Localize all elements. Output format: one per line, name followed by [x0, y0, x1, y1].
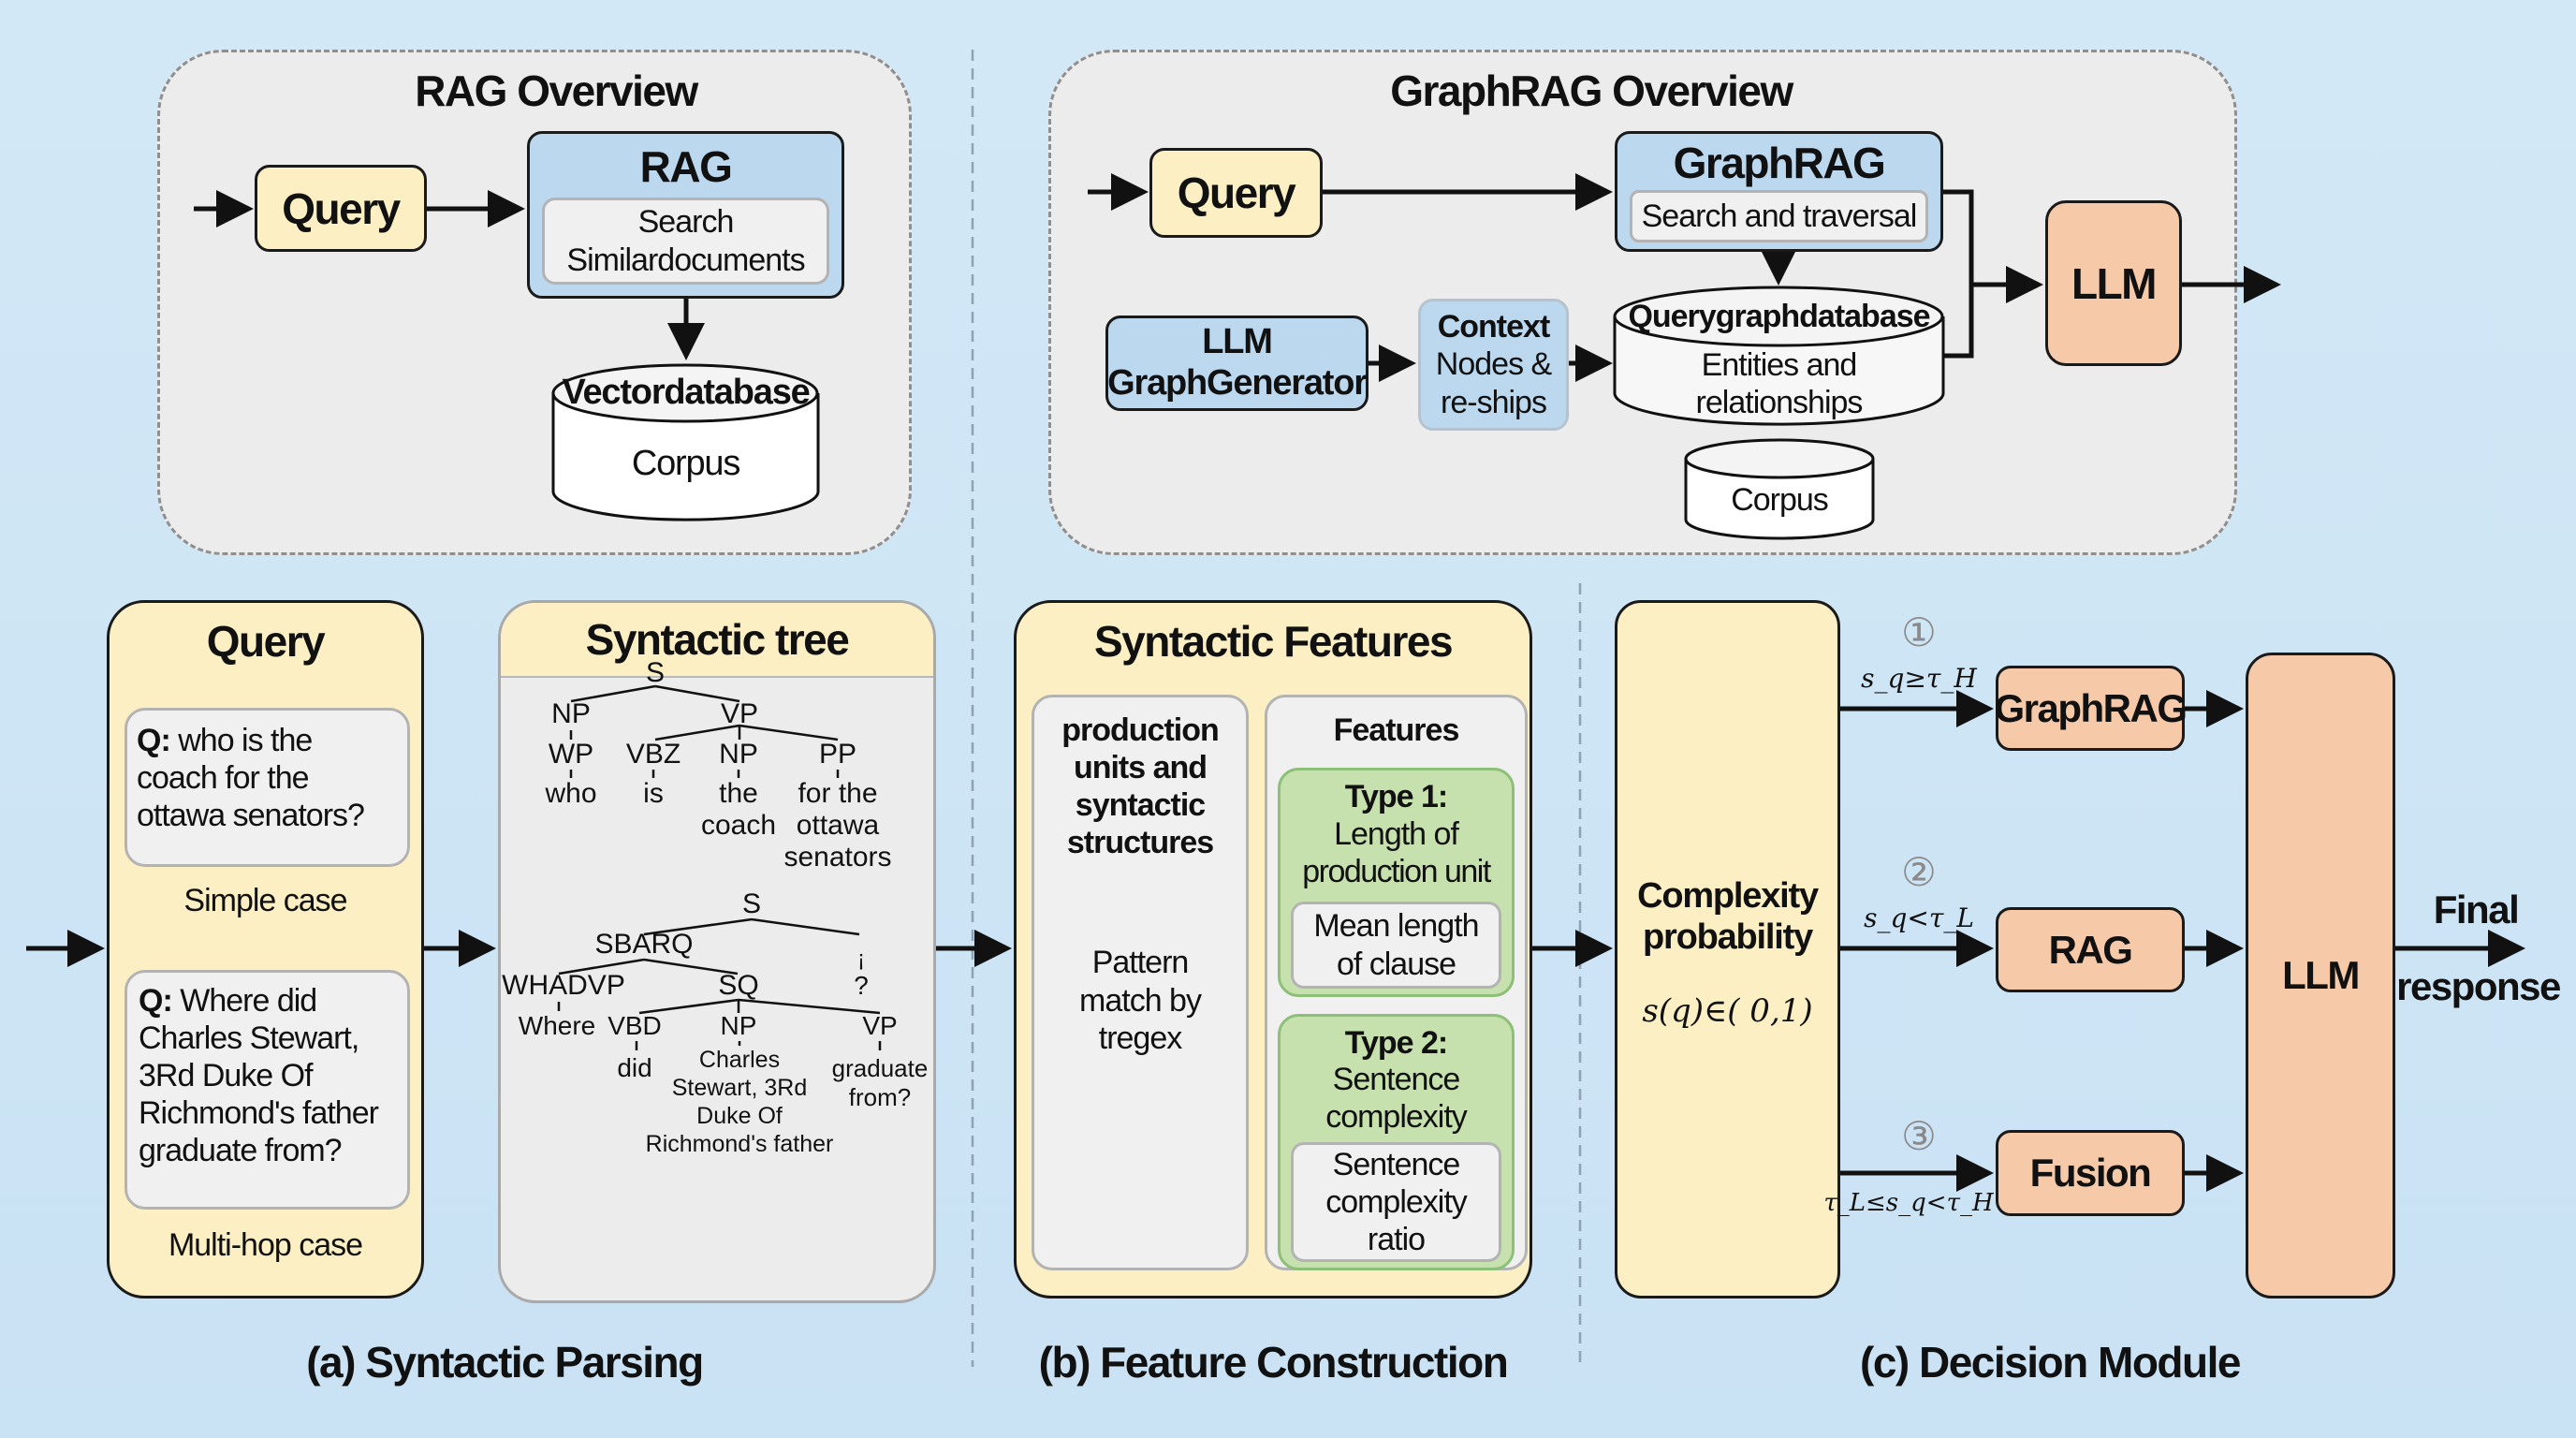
simple-question: who is the coach for the ottawa senators…: [137, 723, 365, 834]
graphrag-title: GraphRAG: [1673, 139, 1886, 187]
q-label: Q:: [137, 723, 171, 758]
caption-syntactic-parsing: (a) Syntactic Parsing: [306, 1338, 704, 1387]
query-graph-database-body: Entities and relationships: [1615, 346, 1943, 421]
db-body-line: relationships: [1695, 385, 1864, 421]
type1-desc: Length of: [1334, 816, 1459, 853]
rag-title: RAG: [639, 142, 733, 191]
query-box: Query: [1149, 148, 1323, 238]
simple-case-label: Simple case: [183, 883, 347, 918]
complexity-probability-panel: Complexity probability s(q)∈( 0,1): [1615, 600, 1840, 1299]
heading-line: units and: [1073, 750, 1208, 786]
heading-line: structures: [1066, 825, 1214, 861]
response-label: response: [2396, 964, 2561, 1008]
body-line: tregex: [1098, 1020, 1183, 1056]
type1-card: Type 1: Length of production unit Mean l…: [1278, 768, 1515, 997]
complexity-formula: s(q)∈( 0,1): [1642, 992, 1813, 1030]
final-label: Final: [2433, 888, 2520, 932]
route-number: ③: [1901, 1113, 1937, 1158]
rag-inner-line: Similardocuments: [566, 242, 805, 278]
bracket: [1943, 189, 1974, 359]
caption-feature-construction: (b) Feature Construction: [1038, 1338, 1509, 1387]
rag-inner: Search Similardocuments: [542, 198, 829, 285]
type1-desc: production unit: [1302, 854, 1491, 890]
type2-card: Type 2: Sentence complexity Sentence com…: [1278, 1014, 1515, 1270]
query-panel: Query Q: who is the coach for the ottawa…: [107, 600, 424, 1299]
multihop-question: Where did Charles Stewart, 3Rd Duke Of R…: [139, 983, 379, 1169]
route-number: ②: [1901, 849, 1937, 894]
rag-route-box: RAG: [1996, 907, 2185, 992]
llm-final-box: LLM: [2246, 653, 2395, 1299]
complexity-label: Complexity probability: [1617, 876, 1837, 958]
context-line: re-ships: [1441, 384, 1547, 420]
heading-line: syntactic: [1075, 787, 1206, 824]
multihop-case-card: Q: Where did Charles Stewart, 3Rd Duke O…: [124, 970, 410, 1210]
item-line: ratio: [1367, 1222, 1426, 1258]
item-line: Sentence: [1332, 1146, 1461, 1182]
route-number: ①: [1901, 609, 1937, 654]
syntactic-tree-title: Syntactic tree: [501, 603, 933, 678]
item-line: of clause: [1336, 946, 1456, 982]
rag-overview-title: RAG Overview: [415, 66, 698, 115]
rag-box: RAG Search Similardocuments: [527, 131, 844, 299]
type2-desc: Sentence: [1332, 1062, 1461, 1097]
graphrag-inner: Search and traversal: [1630, 190, 1928, 242]
route-condition: s_q<τ_L: [1864, 902, 1974, 933]
query-panel-title: Query: [206, 617, 326, 666]
features-heading: Features: [1333, 712, 1460, 748]
corpus-cylinder-label: Corpus: [1731, 482, 1829, 518]
simple-case-card: Q: who is the coach for the ottawa senat…: [124, 708, 410, 867]
db-body-line: Entities and: [1701, 347, 1858, 383]
caption-decision-module: (c) Decision Module: [1860, 1338, 2241, 1387]
generator-line: LLM: [1202, 322, 1273, 362]
graphrag-box: GraphRAG Search and traversal: [1615, 131, 1943, 252]
production-units-card: production units and syntactic structure…: [1032, 695, 1249, 1270]
body-line: match by: [1079, 982, 1202, 1019]
multihop-case-label: Multi-hop case: [168, 1227, 363, 1263]
vector-database-body: Corpus: [631, 444, 741, 483]
mean-length-of-clause: Mean length of clause: [1291, 902, 1501, 989]
generator-line: GraphGenerator: [1107, 363, 1368, 403]
context-box: Context Nodes & re-ships: [1418, 299, 1569, 431]
heading-line: production: [1061, 712, 1220, 748]
syntactic-tree-panel: Syntactic tree: [498, 600, 936, 1303]
type1-title: Type 1:: [1344, 779, 1449, 814]
body-line: Pattern: [1091, 945, 1190, 981]
sentence-complexity-ratio: Sentence complexity ratio: [1291, 1142, 1501, 1262]
route-condition: τ_L≤s_q<τ_H: [1823, 1189, 1994, 1217]
item-line: Mean length: [1313, 908, 1479, 945]
complexity-line: probability: [1642, 917, 1813, 957]
context-line: Nodes &: [1435, 346, 1552, 383]
graphrag-overview-title: GraphRAG Overview: [1390, 66, 1793, 115]
complexity-line: Complexity: [1637, 876, 1819, 916]
context-title: Context: [1437, 309, 1551, 345]
fusion-route-box: Fusion: [1996, 1130, 2185, 1216]
graphrag-route-box: GraphRAG: [1995, 666, 2188, 751]
type2-desc: complexity: [1325, 1099, 1468, 1136]
query-graph-database-title: Querygraphdatabase: [1628, 299, 1930, 334]
type2-title: Type 2:: [1344, 1025, 1449, 1061]
syntactic-features-title: Syntactic Features: [1093, 617, 1454, 666]
rag-inner-line: Search: [637, 204, 735, 241]
route-condition: s_q≥τ_H: [1861, 663, 1977, 694]
q-label: Q:: [139, 983, 173, 1019]
vector-database-title: Vectordatabase: [562, 373, 810, 412]
query-box: Query: [255, 165, 427, 252]
llm-box: LLM: [2045, 200, 2182, 366]
llm-graph-generator-box: LLM GraphGenerator: [1105, 315, 1368, 411]
item-line: complexity: [1325, 1183, 1468, 1220]
